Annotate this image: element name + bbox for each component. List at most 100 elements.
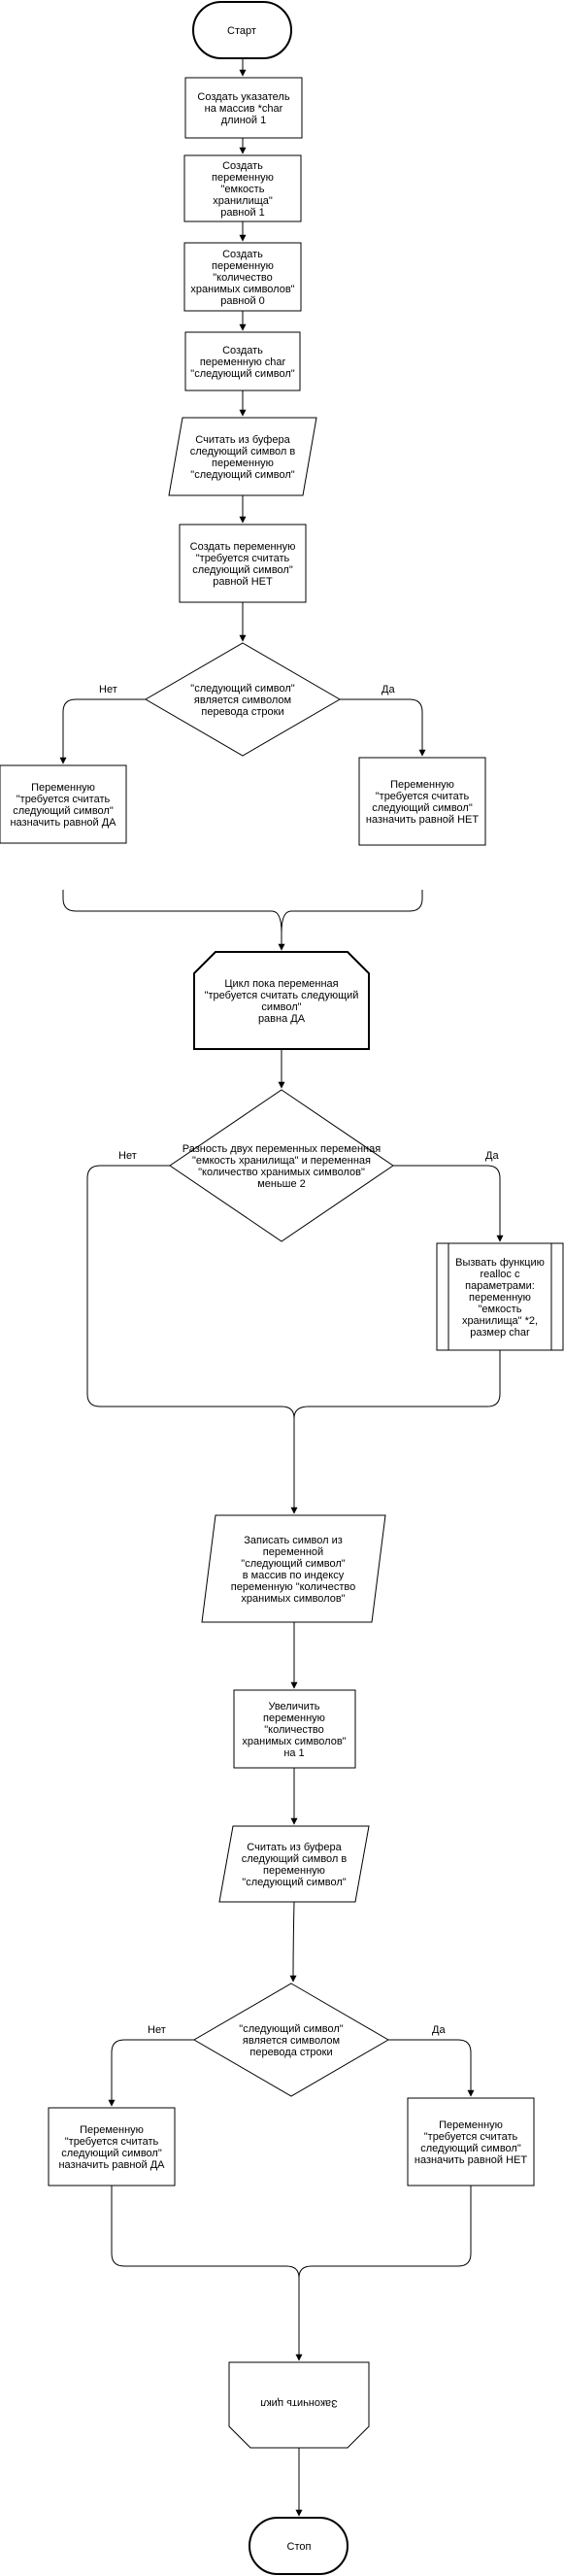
merge1-right xyxy=(281,890,423,933)
label-line: длиной 1 xyxy=(221,115,267,126)
loop-end-shape xyxy=(228,2361,370,2449)
label-line: "следующий символ" xyxy=(190,683,294,695)
process-set-yes-1 xyxy=(0,764,127,844)
label-line: Переменную xyxy=(439,2119,503,2131)
label-line: Увеличить xyxy=(268,1701,319,1712)
label-line: перевода строки xyxy=(201,706,283,718)
label-line: "следующий символ" xyxy=(242,1877,346,1888)
decision-2-label: Разность двух переменных переменная"емко… xyxy=(182,1143,381,1190)
label-line: Переменную xyxy=(390,779,454,791)
decision-2 xyxy=(169,1089,394,1242)
label-line: Переменную xyxy=(31,782,95,794)
label-line: следующий символ" xyxy=(420,2143,521,2154)
merge1-left xyxy=(62,890,285,951)
label-line: следующий символ" xyxy=(13,805,114,817)
start-terminator xyxy=(192,1,292,59)
label-line: переменную xyxy=(212,458,274,469)
merge3-left xyxy=(111,2186,303,2361)
merge2-right xyxy=(293,1350,501,1419)
label-line: "количество хранимых символов" xyxy=(198,1167,365,1178)
label-line: назначить равной НЕТ xyxy=(366,814,480,826)
process-create-capacity xyxy=(183,154,302,222)
label-line: хранилища" xyxy=(213,195,273,207)
label-line: переменную xyxy=(212,260,274,272)
label-line: равной 0 xyxy=(220,295,265,307)
label-line: хранимых символов" xyxy=(241,1593,345,1605)
label-line: равна ДА xyxy=(258,1013,306,1025)
label-line: переменную "количество xyxy=(231,1581,355,1593)
label-line: переменной xyxy=(263,1546,323,1558)
connectors xyxy=(59,58,504,2517)
label-line: "емкость xyxy=(221,184,265,195)
process-set-no-1 xyxy=(358,757,486,846)
process-create-pointer xyxy=(184,77,303,139)
subprocess-realloc xyxy=(436,1242,564,1351)
label-line: Создать xyxy=(222,249,263,260)
label-line: "следующий символ" xyxy=(239,2023,343,2035)
label-line: Создать xyxy=(222,160,263,172)
label-line: "количество xyxy=(264,1724,324,1736)
loop-start-shape xyxy=(193,951,370,1050)
d3-yes-label: Да xyxy=(432,2024,446,2036)
label-line: "требуется считать следующий xyxy=(205,990,359,1001)
label-line: параметрами: xyxy=(465,1280,535,1292)
d3-no-label: Нет xyxy=(148,2024,166,2036)
label-line: равной НЕТ xyxy=(213,576,273,588)
label-line: следующий символ в xyxy=(242,1853,348,1865)
label-line: назначить равной ДА xyxy=(10,817,116,829)
loop-start-label: Цикл пока переменная"требуется считать с… xyxy=(205,978,359,1025)
label-line: "требуется считать xyxy=(424,2131,518,2143)
label-line: "следующий символ" xyxy=(190,469,294,481)
decision-3 xyxy=(193,1983,389,2097)
label-line: Считать из буфера xyxy=(247,1842,342,1853)
label-line: меньше 2 xyxy=(257,1178,306,1190)
label-line: является символом xyxy=(243,2035,340,2047)
label-line: "требуется считать xyxy=(196,553,290,564)
label-line: "требуется считать xyxy=(376,791,470,802)
process-increment xyxy=(233,1689,356,1769)
label-line: Вызвать функцию xyxy=(455,1257,545,1269)
label-line: хранимых символов" xyxy=(242,1736,346,1747)
label-line: равной 1 xyxy=(220,207,265,219)
stop-terminator xyxy=(249,2517,348,2575)
label-line: на массив *char xyxy=(205,103,283,115)
label-line: хранимых символов" xyxy=(190,284,294,295)
d1-yes-label: Да xyxy=(382,684,395,695)
d2-no-label: Нет xyxy=(118,1150,137,1162)
d2-yes-label: Да xyxy=(485,1150,499,1162)
label-line: "емкость хранилища" и переменная xyxy=(192,1155,371,1167)
label-line: переменную xyxy=(212,172,274,184)
label-line: "следующий символ" xyxy=(241,1558,345,1570)
label-line: следующий символ" xyxy=(192,564,293,576)
d1-no-label: Нет xyxy=(99,684,117,695)
decision-1 xyxy=(145,642,341,757)
label-line: назначить равной ДА xyxy=(58,2159,165,2171)
process-create-flag xyxy=(179,524,307,603)
label-line: Разность двух переменных переменная xyxy=(182,1143,381,1155)
merge3-right xyxy=(298,2186,472,2279)
label-line: realloc с xyxy=(481,1269,520,1280)
arrow-d1-yes xyxy=(340,698,426,757)
process-create-count xyxy=(183,242,302,312)
arrow-d3-yes xyxy=(388,2039,475,2097)
io-read-next xyxy=(218,1825,370,1903)
label-line: переменную xyxy=(263,1712,325,1724)
label-line: "требуется считать xyxy=(17,794,111,805)
label-line: перевода строки xyxy=(249,2047,332,2058)
label-line: Переменную xyxy=(80,2124,144,2136)
